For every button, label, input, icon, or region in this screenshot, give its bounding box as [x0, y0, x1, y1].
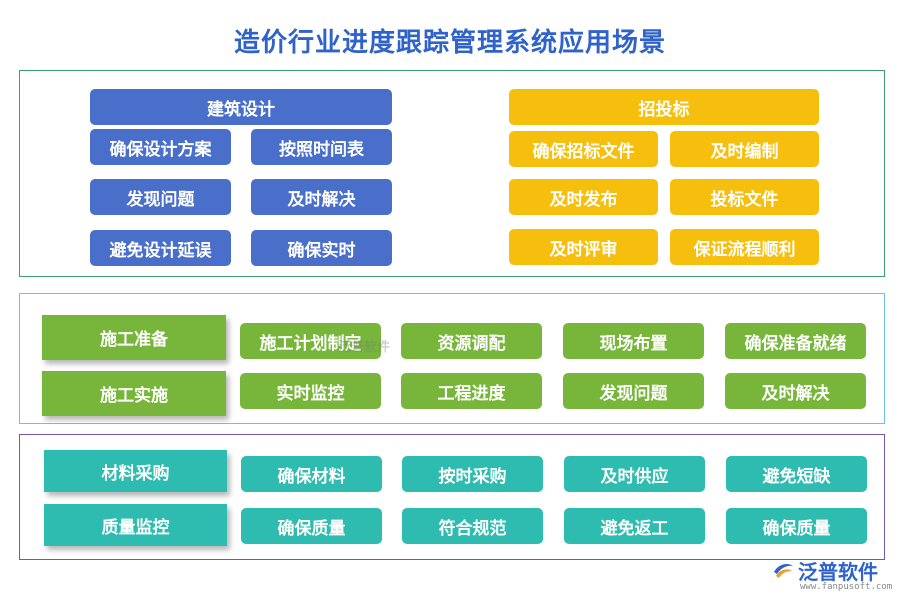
design-item: 确保设计方案	[90, 129, 231, 165]
design-item: 及时解决	[251, 179, 392, 215]
design-item: 确保实时	[251, 230, 392, 266]
logo-name: 泛普软件	[798, 560, 878, 584]
logo-url: www.fanpusoft.com	[800, 582, 893, 592]
construction-exec-item: 工程进度	[401, 373, 542, 409]
quality-item: 确保质量	[726, 508, 867, 544]
construction-exec-item: 发现问题	[563, 373, 704, 409]
design-bidding-panel	[19, 70, 885, 277]
materials-item: 确保材料	[241, 456, 382, 492]
page-title: 造价行业进度跟踪管理系统应用场景	[233, 28, 666, 58]
bidding-item: 及时评审	[509, 229, 658, 265]
design-item: 发现问题	[90, 179, 231, 215]
construction-exec-item: 及时解决	[725, 373, 866, 409]
construction-panel	[19, 293, 885, 424]
materials-item: 避免短缺	[726, 456, 867, 492]
construction-prep-item: 确保准备就绪	[725, 323, 866, 359]
logo-icon	[774, 564, 793, 578]
quality-item: 避免返工	[564, 508, 705, 544]
construction-exec-item: 实时监控	[240, 373, 381, 409]
quality-item: 符合规范	[402, 508, 543, 544]
bidding-item: 及时发布	[509, 179, 658, 215]
bidding-item: 投标文件	[670, 179, 819, 215]
bidding-header: 招投标	[509, 89, 819, 125]
bidding-item: 确保招标文件	[509, 131, 658, 167]
materials-label: 材料采购	[44, 450, 227, 492]
design-item: 避免设计延误	[90, 230, 231, 266]
company-logo: 泛普软件 www.fanpusoft.com	[770, 554, 895, 598]
construction-prep-label: 施工准备	[42, 315, 226, 360]
design-item: 按照时间表	[251, 129, 392, 165]
construction-prep-item: 施工计划制定	[240, 323, 381, 359]
bidding-item: 及时编制	[670, 131, 819, 167]
materials-item: 及时供应	[564, 456, 705, 492]
bidding-item: 保证流程顺利	[670, 229, 819, 265]
materials-item: 按时采购	[402, 456, 543, 492]
construction-prep-item: 现场布置	[563, 323, 704, 359]
materials-quality-panel	[19, 434, 885, 560]
quality-label: 质量监控	[44, 504, 227, 546]
design-header: 建筑设计	[90, 89, 392, 125]
watermark: 泛普软件	[338, 340, 391, 355]
quality-item: 确保质量	[241, 508, 382, 544]
construction-prep-item: 资源调配	[401, 323, 542, 359]
construction-exec-label: 施工实施	[42, 371, 226, 416]
